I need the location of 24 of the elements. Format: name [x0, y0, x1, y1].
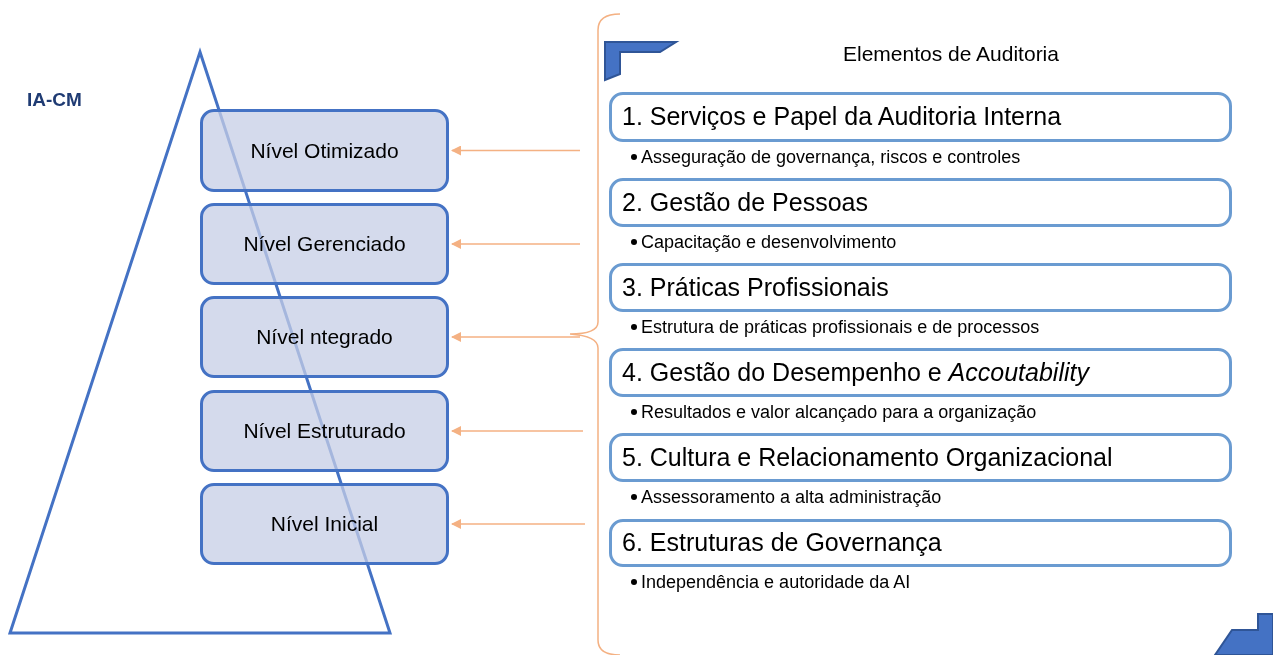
- arrow: [451, 145, 581, 156]
- level-box: Nível Estruturado: [200, 390, 449, 472]
- element-description: Assessoramento a alta administração: [641, 486, 942, 508]
- element-box: 2. Gestão de Pessoas: [609, 178, 1232, 227]
- level-box: Nível Inicial: [200, 483, 449, 565]
- element-box: 5. Cultura e Relacionamento Organizacional: [609, 433, 1232, 482]
- arrow: [451, 239, 581, 249]
- element-description: Independência e autoridade da AI: [641, 571, 911, 593]
- element-box: 1. Serviços e Papel da Auditoria Interna: [609, 92, 1232, 142]
- level-box: Nível ntegrado: [200, 296, 449, 378]
- panel-heading: Elementos de Auditoria: [843, 41, 1059, 67]
- element-box: 4. Gestão do Desempenho e Accoutability: [609, 348, 1232, 397]
- element-description: Resultados e valor alcançado para a organização: [641, 401, 1037, 423]
- element-description: Estrutura de práticas profissionais e de processos: [641, 316, 1040, 338]
- level-box: Nível Gerenciado: [200, 203, 449, 285]
- arrow: [451, 332, 581, 342]
- arrow: [451, 519, 586, 529]
- pyramid-label: IA-CM: [27, 88, 82, 112]
- element-description: Asseguração de governança, riscos e controles: [641, 146, 1021, 168]
- level-box: Nível Otimizado: [200, 109, 449, 192]
- arrow: [451, 426, 584, 436]
- element-description: Capacitação e desenvolvimento: [641, 231, 897, 253]
- element-box: 3. Práticas Profissionais: [609, 263, 1232, 312]
- element-box: 6. Estruturas de Governança: [609, 519, 1232, 567]
